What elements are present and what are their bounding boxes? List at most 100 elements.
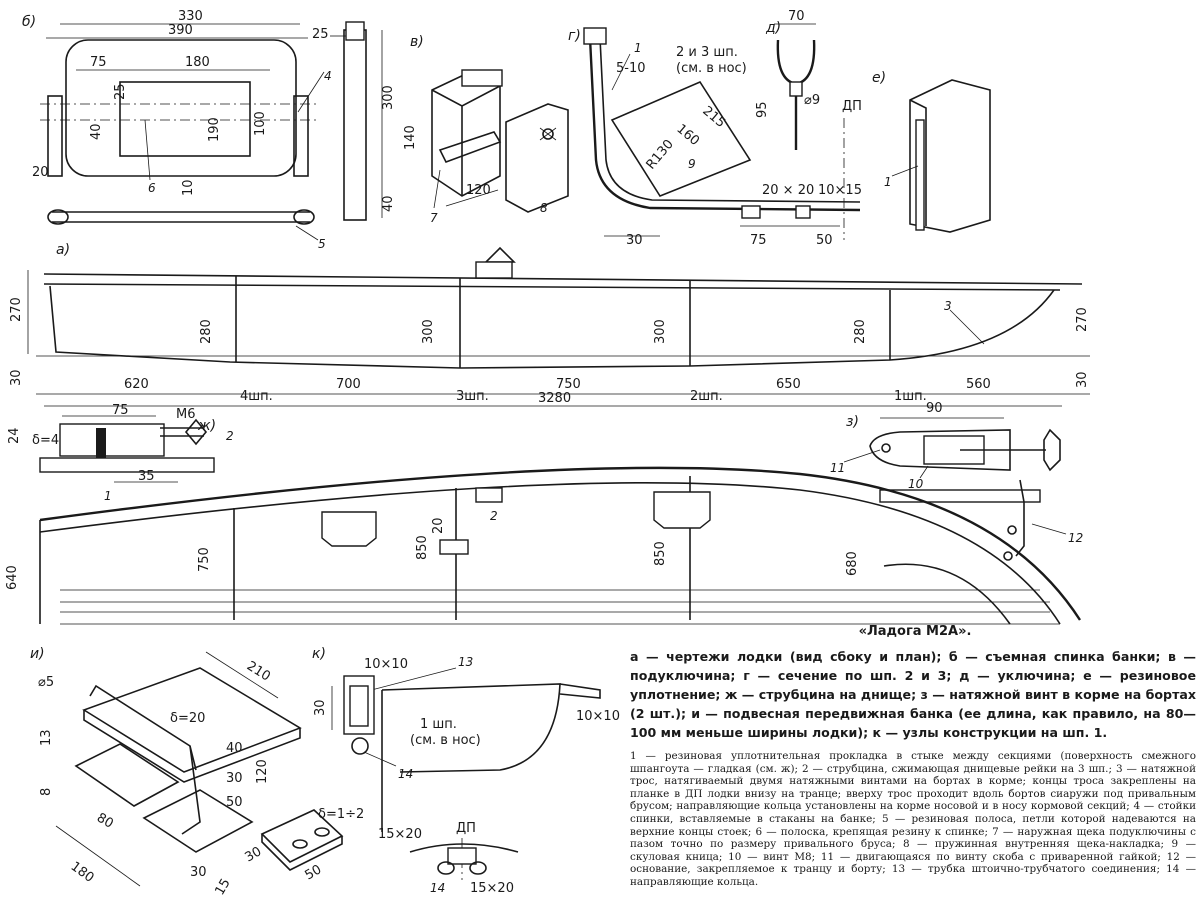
panel-i-label: и) [30,646,45,662]
dim-75-g: 75 [750,233,767,248]
dim-24: 24 [7,427,22,444]
dim-30-g: 30 [626,233,643,248]
dim-140: 140 [403,125,418,150]
frame-3: 3шп. [456,389,489,404]
label-dp: ДП [842,99,862,114]
part-8-label: 8 [540,201,548,215]
dim-delta12: δ=1÷2 [318,807,364,822]
dim-30-k: 30 [313,699,328,716]
span-620: 620 [124,377,149,392]
panel-e-rubber-seal: е) 1 [872,70,991,233]
dim-75: 75 [90,55,107,70]
panel-i-sliding-seat: и) ⌀5 210 δ=20 13 8 40 30 50 120 80 180 … [30,646,364,898]
panel-a-label: а) [56,242,70,258]
dim-640: 640 [5,565,20,590]
dim-300-right: 300 [653,319,668,344]
part-3-label: 3 [944,299,952,313]
panel-g-label: г) [568,28,581,44]
dim-10x10-right: 10×10 [576,709,620,724]
frame-1: 1шп. [894,389,927,404]
panel-zh-label: ж) [197,418,216,434]
part-2-label-zh: 2 [226,429,234,443]
note-see-bow: (см. в нос) [676,61,747,76]
panel-z-tension-screw: з) 90 11 10 12 [830,401,1083,561]
dim-180: 180 [185,55,210,70]
part-6-label: 6 [148,181,156,195]
panel-g-section: г) 9 2 и 3 шп. (см. в нос) 5-10 1 215 16… [568,27,862,248]
part-5-label: 5 [318,237,326,251]
part-12-label: 12 [1068,531,1083,545]
dim-330: 330 [178,9,203,24]
dim-13: 13 [39,729,54,746]
dim-390: 390 [168,23,193,38]
dim-70: 70 [788,9,805,24]
dim-850-right: 850 [653,541,668,566]
figure-caption: «Ладога М2А». а — чертежи лодки (вид сбо… [630,624,1200,889]
dim-m6: М6 [176,407,196,422]
dim-r130: R130 [644,137,677,173]
dim-270-right: 270 [1075,307,1090,332]
panel-a-plan-view: 2 640 750 850 20 850 680 [5,466,1082,625]
dim-80: 80 [94,810,116,831]
label-frame-1: 1 шп. [420,717,457,732]
dim-phi5: ⌀5 [38,675,54,690]
dim-40: 40 [89,123,104,140]
dim-35: 35 [138,469,155,484]
dim-50-g: 50 [816,233,833,248]
dim-20-plan: 20 [431,517,446,534]
dim-5-10: 5-10 [616,61,646,76]
label-dp-k: ДП [456,821,476,836]
span-700: 700 [336,377,361,392]
dim-160: 160 [673,122,702,149]
caption-legend: 1 — резиновая уплотнительная прокладка в… [630,750,1196,888]
dim-50-i: 50 [226,795,243,810]
dim-30-right: 30 [1075,371,1090,388]
dim-30-base: 30 [190,865,207,880]
dim-120: 120 [466,183,491,198]
dim-120: 120 [255,759,270,784]
dim-90: 90 [926,401,943,416]
dim-phi9: ⌀9 [804,93,820,108]
dim-75-zh: 75 [112,403,129,418]
dim-750: 750 [197,547,212,572]
dim-25: 25 [113,83,128,100]
total-length: 3280 [538,391,571,406]
part-14-label-top: 14 [398,767,413,781]
dim-8: 8 [39,788,54,796]
dim-10: 10 [181,179,196,196]
part-14-label-bottom: 14 [430,881,445,895]
dim-30-i: 30 [226,771,243,786]
dim-270-left: 270 [9,297,24,322]
dim-15x20: 15×20 [378,827,422,842]
part-11-label: 11 [830,461,845,475]
dim-95: 95 [755,101,770,118]
dim-680: 680 [845,551,860,576]
dim-40-i: 40 [226,741,243,756]
panel-k-label: к) [312,646,326,662]
panel-a-side-view: а) 270 30 280 300 300 280 270 30 3 620 7… [9,242,1090,407]
dim-10x15: 10×15 [818,183,862,198]
panel-k-frame1: к) 10×10 13 30 10×10 1 шп. (см. в нос) 1… [312,646,620,896]
panel-b-label: б) [22,14,36,30]
span-560: 560 [966,377,991,392]
part-13-label: 13 [458,655,473,669]
span-650: 650 [776,377,801,392]
dim-30-left: 30 [9,369,24,386]
dim-15x20-bottom: 15×20 [470,881,514,896]
dim-delta4: δ=4 [32,433,59,448]
dim-300-left: 300 [421,319,436,344]
panel-v-label: в) [410,34,424,50]
dim-15: 15 [212,876,233,898]
dim-delta20: δ=20 [170,711,205,726]
panel-v-oarlock-socket: в) 140 120 7 8 [403,34,569,225]
panel-e-label: е) [872,70,886,86]
panel-d-label: д) [765,20,781,36]
dim-210: 210 [244,659,273,685]
panel-b-seat-back: б) 330 390 75 180 25 40 100 190 20 10 6 … [22,9,396,251]
frame-2: 2шп. [690,389,723,404]
note-frames: 2 и 3 шп. [676,45,738,60]
dim-100: 100 [253,111,268,136]
part-1-label-g: 1 [634,41,642,55]
part-1-label-zh: 1 [104,489,112,503]
